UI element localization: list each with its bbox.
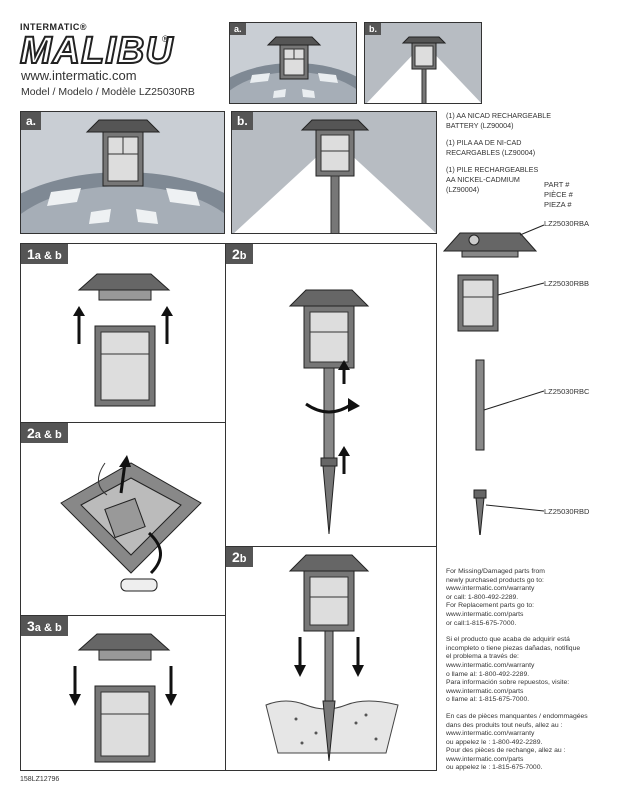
contact-line: or call:1-815-675-7000. (446, 619, 517, 627)
part-header-fr: PIÈCE # (544, 190, 573, 199)
contact-line: ou appelez le : 1-815-675-7000. (446, 764, 543, 772)
contact-line: Para información sobre repuestos, visite… (446, 679, 570, 687)
leader-line-b (497, 282, 545, 296)
solar-cell-shape (468, 234, 480, 246)
leader-line-d (485, 504, 545, 512)
contact-line: www.intermatic.com/warranty (446, 661, 535, 669)
cap-base-shape (461, 250, 519, 258)
contact-line: For Missing/Damaged parts from (446, 568, 545, 575)
step-2b-assembly-panel: 2b (225, 243, 437, 547)
step-1-label: 1a & b (21, 244, 68, 264)
battery-note-line: AA NICKEL-CADMIUM (446, 174, 520, 184)
view-b-label: b. (232, 112, 253, 130)
parts-illustrations (442, 224, 545, 535)
step-2b-install-illustration (265, 554, 399, 762)
contact-line: Si el producto que acaba de adquirir est… (446, 636, 570, 644)
part-header-es: PIEZA # (544, 200, 572, 209)
contact-line: o llame al: 1-815-675-7000. (446, 696, 530, 704)
step-2b-lower-number: 2 (232, 549, 240, 565)
contact-line: o llame al: 1-800-492-2289. (446, 670, 530, 678)
battery-note-line: RECARGABLES (LZ90004) (446, 147, 536, 157)
part-number-a: LZ25030RBA (544, 219, 590, 228)
contact-line: www.intermatic.com/parts (446, 687, 524, 695)
step-2b-upper-number: 2 (232, 246, 240, 262)
battery-note-line: (1) PILA AA DE NI-CAD (446, 138, 522, 148)
battery-note-spacer (446, 157, 606, 165)
thumb-b-label: b. (365, 23, 381, 35)
step-1-sub: a & b (34, 250, 62, 262)
lamp-light-thumb-illustration (366, 36, 481, 103)
step-2-panel: 2a & b (20, 422, 226, 616)
thumb-a-label: a. (230, 23, 246, 35)
thumb-a-panel: a. (229, 22, 357, 104)
contact-line: newly purchased products go to: (446, 576, 544, 584)
step-1-illustration (73, 273, 173, 407)
part-header-en: PART # (544, 180, 570, 189)
contact-spacer (446, 628, 612, 636)
pole-part-shape (475, 359, 485, 451)
document-code: 158LZ12796 (20, 776, 60, 783)
view-a-label: a. (21, 112, 42, 130)
step-3-sub: a & b (34, 622, 62, 634)
contact-info: For Missing/Damaged parts from newly pur… (446, 568, 612, 773)
thumb-b-panel: b. (364, 22, 482, 104)
step-2-number: 2 (27, 425, 35, 441)
contact-line: www.intermatic.com/warranty (446, 585, 535, 593)
step-2b-lower-sub: b (239, 553, 247, 565)
step-2-illustration (60, 455, 202, 592)
step-2b-lower-label: 2b (226, 547, 253, 567)
step-2b-assembly-illustration (288, 289, 370, 535)
contact-line: Pour des pièces de rechange, allez au : (446, 747, 566, 755)
step-1-number: 1 (27, 246, 35, 262)
lamp-light-illustration (234, 119, 436, 233)
view-b-panel: b. (231, 111, 437, 234)
stake-top-shape (473, 489, 487, 499)
step-2-sub: a & b (34, 429, 62, 441)
website-url: www.intermatic.com (21, 68, 137, 83)
battery-note-line: (1) PILE RECHARGEABLES (446, 165, 539, 175)
step-3-panel: 3a & b (20, 615, 226, 771)
battery-note-line: (LZ90004) (446, 184, 480, 194)
registered-mark: ® (162, 34, 169, 44)
step-3-label: 3a & b (21, 616, 68, 636)
step-2b-install-panel: 2b (225, 546, 437, 771)
part-number-header: PART # PIÈCE # PIEZA # (544, 180, 573, 210)
step-1-panel: 1a & b (20, 243, 226, 423)
contact-line: For Replacement parts go to: (446, 602, 535, 610)
contact-line: dans des produits tout neufs, allez au : (446, 721, 563, 729)
step-3-illustration (69, 633, 177, 763)
part-number-b: LZ25030RBB (544, 279, 590, 288)
contact-line: En cas de pièces manquantes / endommagée… (446, 712, 588, 720)
step-2b-upper-label: 2b (226, 244, 253, 264)
battery-note-line: BATTERY (LZ90004) (446, 120, 514, 130)
step-2b-upper-sub: b (239, 250, 247, 262)
intermatic-logo: INTERMATIC® (20, 22, 87, 32)
body-glass-shape (462, 279, 494, 327)
lamp-ground-thumb-illustration (230, 36, 356, 103)
contact-line: www.intermatic.com/parts (446, 610, 524, 618)
contact-line: ou appelez le : 1-800-492-2289. (446, 738, 543, 746)
battery-note-line: (1) AA NICAD RECHARGEABLE (446, 111, 552, 120)
contact-line: www.intermatic.com/parts (446, 755, 524, 763)
model-line: Model / Modelo / Modèle LZ25030RB (21, 86, 195, 98)
cap-part-shape (442, 232, 538, 252)
step-3-number: 3 (27, 618, 35, 634)
contact-line: incompleto o tiene piezas dañadas, notif… (446, 644, 581, 652)
malibu-logo: MALIBU (19, 29, 174, 73)
view-a-panel: a. (20, 111, 225, 234)
battery-note-spacer (446, 130, 606, 138)
part-number-d: LZ25030RBD (544, 507, 590, 516)
contact-line: www.intermatic.com/warranty (446, 730, 535, 738)
part-number-c: LZ25030RBC (544, 387, 590, 396)
contact-spacer (446, 705, 612, 713)
battery-note: (1) AA NICAD RECHARGEABLE BATTERY (LZ900… (446, 111, 606, 194)
leader-line-c (483, 390, 545, 411)
contact-line: or call: 1-800-492-2289. (446, 593, 519, 601)
step-2-label: 2a & b (21, 423, 68, 443)
leader-line-a (519, 224, 545, 236)
contact-line: el problema a través de: (446, 653, 519, 661)
lamp-ground-illustration (21, 119, 224, 233)
stake-part-shape (475, 497, 485, 535)
